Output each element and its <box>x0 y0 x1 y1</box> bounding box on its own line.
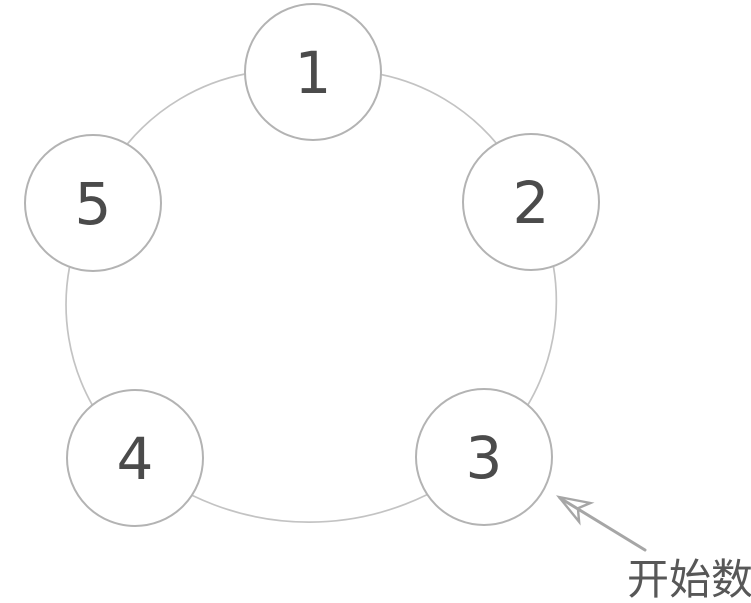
node-2: 2 <box>462 133 600 271</box>
node-1-number: 1 <box>295 39 332 107</box>
node-4-number: 4 <box>117 425 154 493</box>
arrow-head-icon <box>556 495 595 526</box>
node-4: 4 <box>66 389 204 527</box>
node-1-circle <box>244 3 382 141</box>
node-5-number: 5 <box>75 170 112 238</box>
node-4-circle <box>66 389 204 527</box>
node-2-circle <box>462 133 600 271</box>
node-2-number: 2 <box>513 169 550 237</box>
start-annotation: 开始数 <box>556 495 751 603</box>
node-3: 3 <box>415 388 553 526</box>
node-3-circle <box>415 388 553 526</box>
node-5: 5 <box>24 134 162 272</box>
annotation-label: 开始数 <box>627 555 751 603</box>
node-3-number: 3 <box>466 424 503 492</box>
arrow-shaft <box>558 496 647 552</box>
node-1: 1 <box>244 3 382 141</box>
node-5-circle <box>24 134 162 272</box>
